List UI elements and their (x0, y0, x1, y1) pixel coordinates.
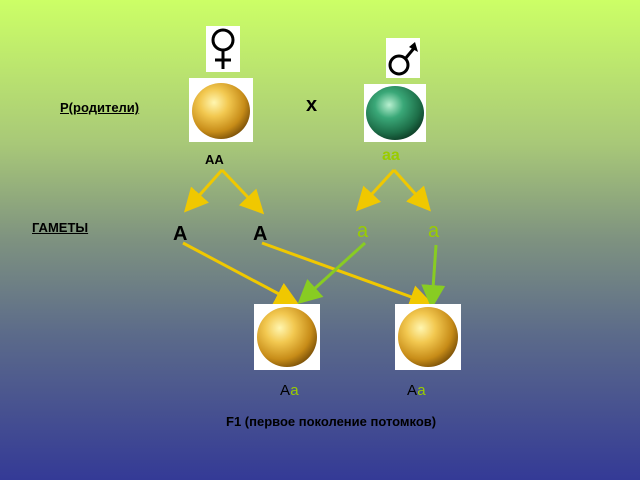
offspring-1-dominant-allele: А (280, 382, 291, 399)
male-symbol-icon (386, 38, 420, 78)
parents-label: Р(родители) (60, 100, 140, 115)
male-green-pea-image (364, 84, 426, 142)
gamete-dominant-1: А (173, 223, 188, 245)
offspring-genotype-2: Аа (407, 382, 426, 399)
gametes-label: ГАМЕТЫ (32, 220, 89, 235)
offspring-2-recessive-allele: а (417, 382, 426, 399)
female-yellow-pea-image (189, 78, 253, 142)
male-genotype: аа (382, 147, 400, 164)
gamete-recessive-1: а (357, 220, 369, 242)
female-symbol-icon (206, 26, 240, 72)
gamete-dominant-2: А (253, 223, 268, 245)
female-branch-arrows (183, 168, 265, 215)
female-genotype: АА (205, 152, 224, 167)
offspring-pea-2-image (395, 304, 461, 370)
offspring-genotype-1: Аа (280, 382, 299, 399)
offspring-2-dominant-allele: А (407, 382, 418, 399)
offspring-1-recessive-allele: а (290, 382, 299, 399)
gamete-recessive-2: а (428, 220, 440, 242)
male-branch-arrows (355, 168, 431, 212)
f1-label: F1 (первое поколение потомков) (226, 414, 437, 429)
fertilization-arrows (182, 241, 446, 309)
offspring-pea-1-image (254, 304, 320, 370)
cross-symbol: х (306, 94, 318, 116)
